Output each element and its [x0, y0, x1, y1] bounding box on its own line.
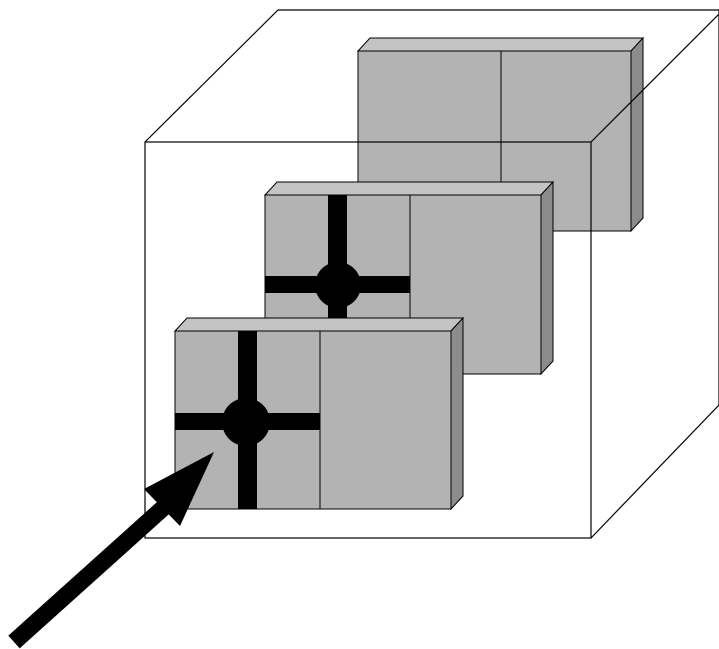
panel-middle-top [263, 181, 555, 196]
crosshair-marker-icon [265, 195, 410, 319]
panel-back-side [630, 36, 644, 233]
marker-center-dot [222, 398, 270, 446]
panel-middle-side [540, 180, 554, 376]
cube-front-face [144, 141, 592, 539]
marker-center-dot [315, 262, 361, 308]
panel-front-top [173, 317, 465, 332]
cube-top-right-edge [590, 13, 719, 143]
crosshair-marker-icon [175, 331, 320, 509]
panel-front-side [450, 316, 464, 511]
cube-bottom-right-edge [590, 404, 719, 539]
cube-back-edges [144, 9, 719, 143]
arrow-head [144, 452, 214, 526]
arrow-icon [8, 452, 214, 649]
panel-front [173, 316, 465, 511]
arrow-shaft [8, 493, 178, 649]
cube-back-face [144, 9, 719, 143]
panel-back-top [356, 37, 645, 52]
cube-front-edges [144, 10, 719, 539]
